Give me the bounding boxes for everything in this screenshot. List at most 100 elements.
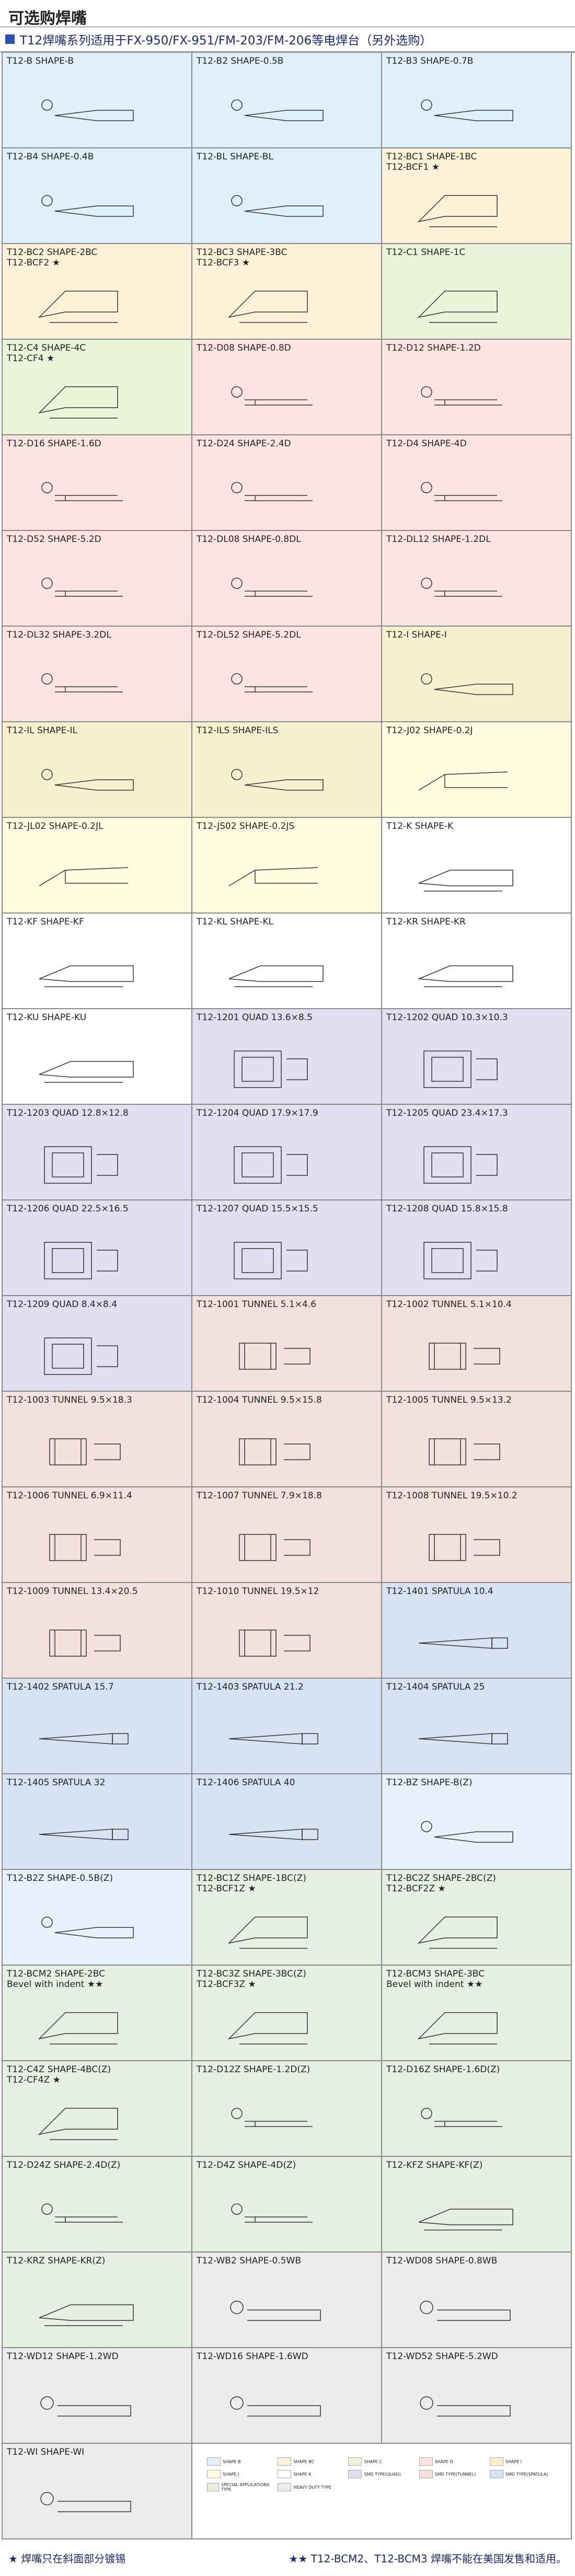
tip-label: T12-WD12 SHAPE-1.2WD	[7, 2351, 119, 2362]
tip-drawing	[49, 1630, 121, 1657]
tip-drawing	[227, 2012, 308, 2044]
tip-cell: T12-JS02 SHAPE-0.2JS	[192, 818, 382, 914]
tip-cell: T12-KL SHAPE-KL	[192, 914, 382, 1009]
tip-drawing	[421, 99, 513, 121]
tip-cell: T12-WB2 SHAPE-0.5WB	[192, 2252, 382, 2348]
tip-cell: T12-1010 TUNNEL 19.5×12	[192, 1583, 382, 1679]
tip-cell: T12-1206 QUAD 22.5×16.5	[3, 1200, 192, 1296]
tip-label: T12-1206 QUAD 22.5×16.5	[7, 1204, 129, 1214]
tip-label: T12-1205 QUAD 23.4×17.3	[386, 1108, 508, 1118]
tip-drawing	[418, 965, 513, 987]
legend-label: SHAPE I	[505, 2459, 522, 2464]
tip-drawing	[228, 1829, 318, 1840]
tip-drawing	[41, 769, 134, 791]
tip-drawing	[417, 291, 498, 323]
tip-cell: T12-1401 SPATULA 10.4	[382, 1583, 572, 1679]
tip-cell: T12-BC1 SHAPE-1BC T12-BCF1 ★	[382, 148, 572, 244]
tip-cell: T12-K SHAPE-K	[382, 818, 572, 914]
tip-label: T12-KRZ SHAPE-KR(Z)	[7, 2256, 106, 2266]
tip-label: T12-1005 TUNNEL 9.5×13.2	[386, 1395, 512, 1405]
series-header: T12焊嘴系列适用于FX-950/FX-951/FM-203/FM-206等电焊…	[0, 27, 575, 52]
tip-drawing	[41, 673, 123, 692]
tip-drawing	[421, 386, 502, 406]
tip-label: T12-DL08 SHAPE-0.8DL	[197, 534, 301, 545]
tip-label: T12-D24Z SHAPE-2.4D(Z)	[7, 2160, 121, 2170]
tip-cell: T12-DL52 SHAPE-5.2DL	[192, 627, 382, 722]
tip-label: T12-1403 SPATULA 21.2	[197, 1682, 304, 1692]
tip-drawing	[228, 965, 324, 987]
tip-cell: T12-1403 SPATULA 21.2	[192, 1679, 382, 1774]
tip-cell: T12-KR SHAPE-KR	[382, 914, 572, 1009]
tip-drawing	[239, 1534, 310, 1561]
tip-drawing	[420, 2301, 511, 2321]
square-icon	[5, 34, 15, 44]
tip-cell: T12-JL02 SHAPE-0.2JL	[3, 818, 192, 914]
tip-cell: T12-D12 SHAPE-1.2D	[382, 340, 572, 435]
tip-label: T12-IL SHAPE-IL	[7, 725, 77, 736]
tip-label: T12-JL02 SHAPE-0.2JL	[7, 821, 104, 831]
tip-cell: T12-C1 SHAPE-1C	[382, 244, 572, 340]
tip-label: T12-DL12 SHAPE-1.2DL	[386, 534, 491, 545]
tip-label: T12-BZ SHAPE-B(Z)	[386, 1777, 473, 1788]
tip-cell: T12-1406 SPATULA 40	[192, 1774, 382, 1870]
tip-cell: T12-J02 SHAPE-0.2J	[382, 722, 572, 818]
tip-drawing	[39, 1061, 134, 1083]
legend-item: HEAVY DUTY TYPE	[278, 2482, 344, 2492]
legend-swatch	[348, 2470, 362, 2478]
tip-cell: T12-BC3Z SHAPE-3BC(Z) T12-BCF3Z ★	[192, 1966, 382, 2061]
tip-label: T12-KR SHAPE-KR	[386, 917, 466, 927]
tip-cell: T12-1002 TUNNEL 5.1×10.4	[382, 1296, 572, 1392]
tip-label: T12-K SHAPE-K	[386, 821, 454, 831]
tip-cell: T12-1208 QUAD 15.8×15.8	[382, 1200, 572, 1296]
tip-drawing	[41, 1916, 134, 1938]
tip-drawing	[40, 2396, 131, 2417]
tip-label: T12-KF SHAPE-KF	[7, 917, 84, 927]
tip-cell: T12-1006 TUNNEL 6.9×11.4	[3, 1487, 192, 1583]
tip-drawing	[429, 1534, 500, 1561]
legend-item: SMD TYPE(SPATULA)	[489, 2470, 556, 2478]
tip-cell: T12-KU SHAPE-KU	[3, 1009, 192, 1105]
tip-cell: T12-D4Z SHAPE-4D(Z)	[192, 2157, 382, 2252]
tip-label: T12-BCM3 SHAPE-3BC Bevel with indent ★★	[386, 1969, 485, 1990]
tip-label: T12-1404 SPATULA 25	[386, 1682, 485, 1692]
tip-label: T12-JS02 SHAPE-0.2JS	[197, 821, 295, 831]
legend-label: SMD TYPE(TUNNEL)	[434, 2471, 476, 2477]
tip-drawing	[227, 291, 308, 323]
tip-cell: T12-BC2Z SHAPE-2BC(Z) T12-BCF2Z ★	[382, 1870, 572, 1966]
tip-cell: T12-D16 SHAPE-1.6D	[3, 435, 192, 531]
tip-label: T12-1008 TUNNEL 19.5×10.2	[386, 1491, 518, 1501]
tip-cell: T12-DL12 SHAPE-1.2DL	[382, 531, 572, 627]
tip-drawing	[234, 1050, 308, 1088]
tip-label: T12-1009 TUNNEL 13.4×20.5	[7, 1586, 138, 1597]
legend-item: SHAPE BC	[278, 2457, 344, 2466]
tip-drawing	[228, 867, 318, 886]
legend-label: SMD TYPE(QUAD)	[364, 2471, 401, 2477]
footer: ★ 焊嘴只在斜面部分镀锡 ★★ T12-BCM2、T12-BCM3 焊嘴不能在美…	[0, 2539, 575, 2576]
legend-swatch	[419, 2470, 433, 2478]
tip-label: T12-B3 SHAPE-0.7B	[386, 56, 474, 66]
legend-swatch	[278, 2483, 292, 2491]
tip-label: T12-BC2Z SHAPE-2BC(Z) T12-BCF2Z ★	[386, 1873, 496, 1894]
tip-cell: T12-B4 SHAPE-0.4B	[3, 148, 192, 244]
tip-cell: T12-1009 TUNNEL 13.4×20.5	[3, 1583, 192, 1679]
legend-label: SHAPE B	[223, 2459, 241, 2464]
legend-swatch	[348, 2457, 362, 2466]
legend-item: SMD TYPE(TUNNEL)	[419, 2470, 486, 2478]
legend-label: SHAPE K	[293, 2471, 312, 2477]
tip-label: T12-D16Z SHAPE-1.6D(Z)	[386, 2064, 500, 2075]
tip-drawing	[231, 2203, 313, 2223]
legend-item: SMD TYPE(QUAD)	[348, 2470, 415, 2478]
tip-drawing	[41, 482, 123, 501]
tip-cell: T12-DL32 SHAPE-3.2DL	[3, 627, 192, 722]
legend-swatch	[489, 2457, 503, 2466]
tip-cell: T12-D24Z SHAPE-2.4D(Z)	[3, 2157, 192, 2252]
tip-drawing	[231, 386, 313, 406]
tip-label: T12-1406 SPATULA 40	[197, 1777, 295, 1788]
tip-cell: T12-1202 QUAD 10.3×10.3	[382, 1009, 572, 1105]
tip-label: T12-1204 QUAD 17.9×17.9	[197, 1108, 318, 1118]
tip-drawing	[418, 1637, 508, 1649]
tip-cell: T12-1005 TUNNEL 9.5×13.2	[382, 1392, 572, 1487]
tip-drawing	[230, 2396, 321, 2417]
tip-drawing	[421, 673, 513, 695]
